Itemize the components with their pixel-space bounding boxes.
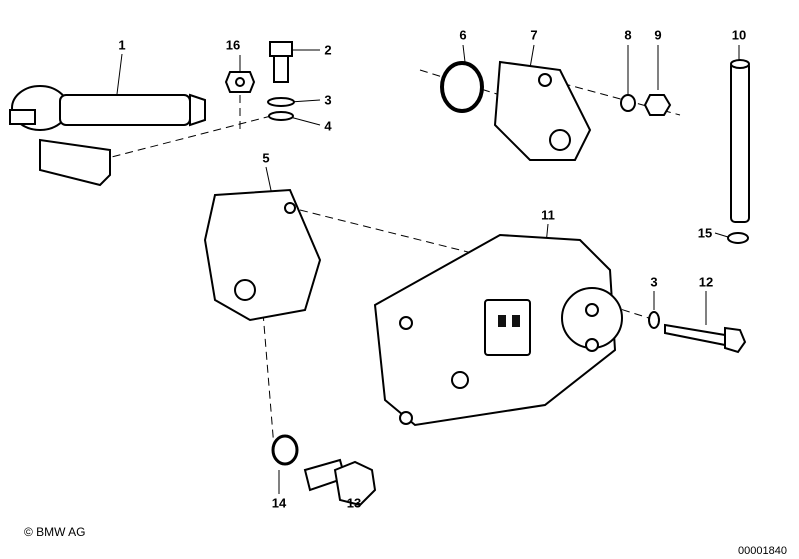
diagram-code: 00001840 — [738, 545, 787, 557]
callout-7: 7 — [530, 27, 538, 43]
part-16-nut — [224, 71, 256, 93]
callout-16: 16 — [225, 37, 241, 53]
callout-14: 14 — [271, 495, 287, 511]
leader-lines — [114, 44, 740, 494]
part-11-actuator — [373, 233, 623, 427]
callout-5: 5 — [262, 150, 270, 166]
part-1-valve — [9, 85, 206, 187]
part-9-nut — [643, 94, 672, 116]
callout-12: 12 — [698, 274, 714, 290]
callout-8: 8 — [624, 27, 632, 43]
part-6-oring — [440, 61, 484, 113]
part-14-washer — [271, 434, 299, 466]
callout-3: 3 — [324, 92, 332, 108]
part-3-washer — [648, 311, 660, 329]
callout-13: 13 — [346, 495, 362, 511]
callout-4: 4 — [324, 118, 332, 134]
callout-10: 10 — [731, 27, 747, 43]
copyright-text: © BMW AG — [24, 525, 86, 539]
callout-11: 11 — [541, 207, 555, 223]
part-5-bracket — [203, 188, 322, 322]
part-7-cover — [493, 60, 592, 161]
part-13-bolt — [303, 458, 377, 507]
part-2-bolt — [267, 41, 295, 121]
callout-15: 15 — [697, 225, 713, 241]
part-12-bolt — [664, 323, 747, 354]
callout-9: 9 — [654, 27, 662, 43]
callout-3b: 3 — [650, 274, 658, 290]
callout-6: 6 — [459, 27, 467, 43]
part-15-clamp — [727, 232, 749, 244]
part-8-washer — [620, 94, 636, 112]
callout-1: 1 — [118, 37, 126, 53]
callout-2: 2 — [324, 42, 332, 58]
part-10-hose — [730, 59, 750, 223]
